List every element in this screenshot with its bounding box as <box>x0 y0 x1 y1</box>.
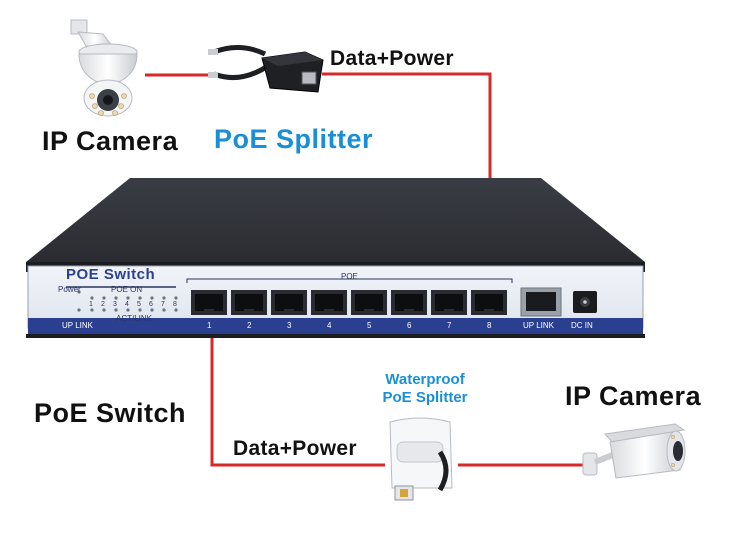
port-number: 5 <box>367 321 372 330</box>
switch-brand-label: POE Switch <box>66 266 156 283</box>
dc-in-jack <box>573 291 597 313</box>
port-number: 1 <box>207 321 212 330</box>
port-number: 8 <box>487 321 492 330</box>
led-number: 6 <box>149 301 153 308</box>
cable-switch-to-waterproof-splitter <box>210 308 385 467</box>
port-number: 2 <box>247 321 252 330</box>
led-number: 7 <box>161 301 165 308</box>
switch-poe-on-label: POE ON <box>111 285 143 294</box>
waterproof-label-line2: PoE Splitter <box>382 389 468 406</box>
poe-port-8 <box>471 290 507 315</box>
data-power-bottom-label: Data+Power <box>233 437 357 460</box>
waterproof-splitter-label: Waterproof PoE Splitter <box>370 371 480 407</box>
poe-port-4 <box>311 290 347 315</box>
led-number: 2 <box>101 301 105 308</box>
poe-splitter-image <box>208 45 324 93</box>
ip-camera-bottom-label: IP Camera <box>565 381 702 411</box>
waterproof-label-line1: Waterproof <box>385 371 465 388</box>
port-number: 6 <box>407 321 412 330</box>
led-number: 4 <box>125 301 129 308</box>
poe-port-3 <box>271 290 307 315</box>
switch-uplink-port-label: UP LINK <box>523 321 554 330</box>
poe-port-2 <box>231 290 267 315</box>
ptz-camera-image <box>70 19 138 117</box>
bullet-camera-image <box>582 423 686 479</box>
port-number: 4 <box>327 321 332 330</box>
poe-switch-label: PoE Switch <box>34 398 187 428</box>
poe-port-5 <box>351 290 387 315</box>
poe-port-1 <box>191 290 227 315</box>
led-number: 1 <box>89 301 93 308</box>
switch-dc-in-label: DC IN <box>571 321 593 330</box>
switch-uplink-left-label: UP LINK <box>62 321 93 330</box>
switch-act-link-label: ACT/LINK <box>116 314 153 323</box>
led-number: 5 <box>137 301 141 308</box>
port-number: 7 <box>447 321 452 330</box>
led-number: 3 <box>113 301 117 308</box>
ip-camera-top-label: IP Camera <box>42 126 179 156</box>
poe-splitter-top-label: PoE Splitter <box>214 124 374 154</box>
poe-port-7 <box>431 290 467 315</box>
switch-ports <box>191 287 597 317</box>
uplink-port <box>520 287 562 317</box>
port-number: 3 <box>287 321 292 330</box>
switch-poe-group-label: POE <box>341 272 358 281</box>
data-power-top-label: Data+Power <box>330 47 454 70</box>
waterproof-splitter-image <box>389 417 453 501</box>
led-number: 8 <box>173 301 177 308</box>
poe-port-6 <box>391 290 427 315</box>
switch-power-label: Power <box>58 285 81 294</box>
